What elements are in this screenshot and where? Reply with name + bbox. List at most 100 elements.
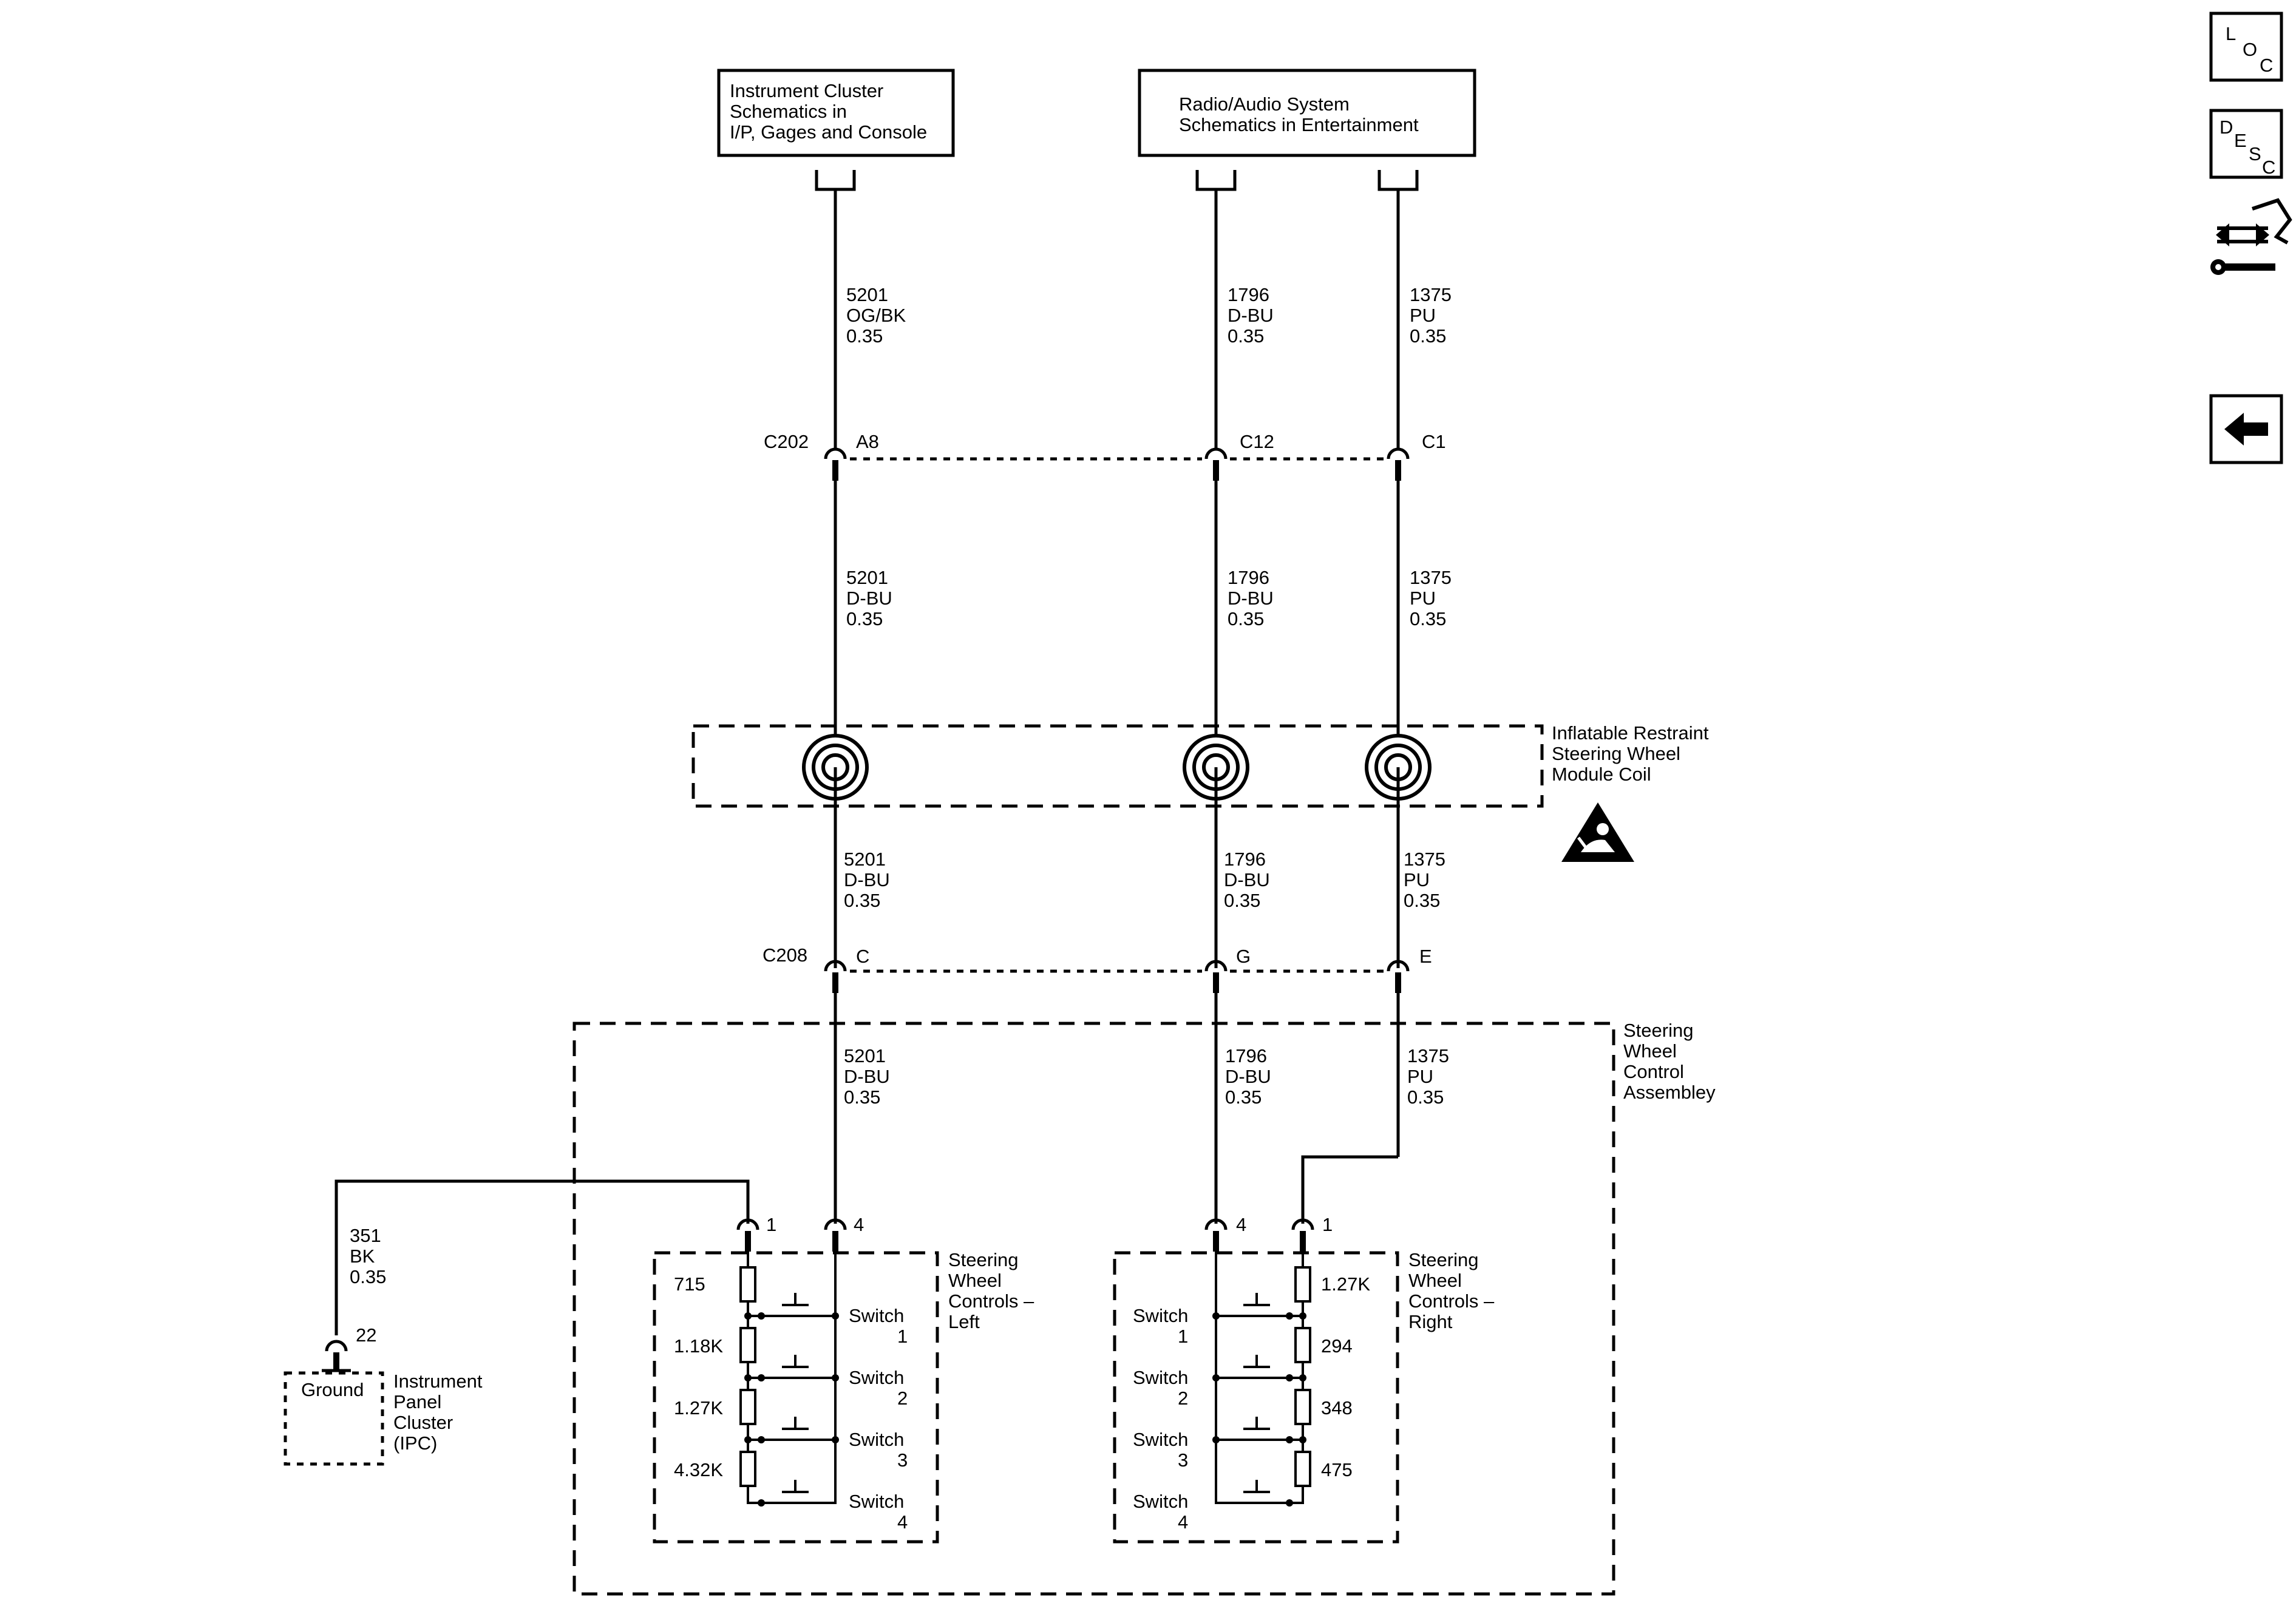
steering-wheel-controls-left[interactable]: 1 4 (653, 1214, 1034, 1544)
switch-label: Switch (1133, 1305, 1188, 1326)
wire-label: 0.35 (350, 1266, 386, 1287)
wire-label: 0.35 (1404, 890, 1440, 911)
loc-letter: L (2226, 23, 2236, 44)
desc-letter: S (2249, 143, 2261, 164)
desc-letter: C (2262, 157, 2275, 178)
connector-c208[interactable]: C208 C G E (763, 944, 1432, 993)
wire-label: PU (1410, 305, 1436, 326)
coil-label: Module Coil (1552, 764, 1651, 785)
switch-label: Switch (1133, 1491, 1188, 1512)
pin-label: A8 (856, 431, 879, 452)
wire-label: 0.35 (1225, 1086, 1262, 1108)
wire-label: 1796 (1225, 1045, 1267, 1066)
resistor (1294, 1451, 1311, 1487)
pin-label: 22 (356, 1324, 376, 1346)
assembly-label: Assembley (1623, 1082, 1716, 1103)
coil-label: Steering Wheel (1552, 743, 1680, 764)
wire-label: 1796 (1224, 849, 1266, 870)
component-label: Controls – (948, 1290, 1034, 1312)
desc-button[interactable]: D E S C (2209, 109, 2283, 179)
wire-label: BK (350, 1246, 375, 1267)
component-label: Left (948, 1311, 980, 1332)
resistor (739, 1327, 756, 1363)
switch-label: 1 (897, 1326, 908, 1347)
switch-label: 4 (897, 1511, 908, 1533)
resistor-value: 1.27K (1321, 1273, 1370, 1295)
pin-label: 1 (1322, 1214, 1333, 1235)
wire-label: D-BU (1224, 869, 1270, 890)
ref-line: I/P, Gages and Console (730, 121, 927, 143)
assembly-label: Wheel (1623, 1040, 1677, 1062)
pin-label: G (1236, 946, 1251, 967)
wire-label: 351 (350, 1225, 381, 1246)
ref-line: Schematics in Entertainment (1179, 114, 1419, 135)
switch-contact (1212, 1355, 1306, 1381)
wire-label: 1375 (1404, 849, 1445, 870)
instrument-panel-cluster[interactable]: 22 Ground Instrument Panel Cluster (IPC) (284, 1324, 483, 1466)
component-label: Controls – (1408, 1290, 1495, 1312)
wire-label: 5201 (846, 567, 888, 588)
wire-label: D-BU (1225, 1066, 1271, 1087)
wire-label: PU (1410, 588, 1436, 609)
switch-contact (1212, 1417, 1306, 1443)
loc-button[interactable]: L O C (2209, 12, 2283, 82)
resistor-value: 1.27K (674, 1397, 723, 1419)
component-label: Right (1408, 1311, 1453, 1332)
wire-label: 0.35 (1228, 325, 1264, 347)
resistor (739, 1266, 756, 1303)
switch-label: Switch (849, 1429, 904, 1450)
instrument-cluster-ref-box[interactable]: Instrument Cluster Schematics in I/P, Ga… (717, 69, 955, 157)
component-label: Wheel (948, 1270, 1002, 1291)
switch-contact (744, 1293, 839, 1320)
switch-contact (748, 1480, 835, 1507)
inflatable-restraint-coil[interactable]: Inflatable Restraint Steering Wheel Modu… (691, 722, 1709, 808)
switch-label: 4 (1178, 1511, 1188, 1533)
pin-label: E (1419, 946, 1432, 967)
switch-label: Switch (849, 1367, 904, 1388)
wire-label: 5201 (844, 849, 886, 870)
wire-label: OG/BK (846, 305, 906, 326)
ground-label: Ground (301, 1379, 364, 1400)
pin-label: 4 (1236, 1214, 1246, 1235)
wire-label: 5201 (846, 284, 888, 305)
pin-label: 1 (766, 1214, 776, 1235)
component-label: Steering (948, 1249, 1018, 1270)
connector-c202[interactable]: C202 A8 C12 C1 (764, 431, 1446, 481)
connector-label: C202 (764, 431, 809, 452)
switch-label: 2 (1178, 1388, 1188, 1409)
wire-label: 5201 (844, 1045, 886, 1066)
ref-line: Schematics in (730, 101, 847, 122)
switch-contact (1216, 1480, 1303, 1507)
wire-label: D-BU (1228, 305, 1274, 326)
pin-label: 4 (854, 1214, 864, 1235)
wire-1375 (1301, 189, 1400, 1224)
switch-label: Switch (849, 1491, 904, 1512)
wire-label: 1375 (1410, 284, 1452, 305)
wire-label: 1796 (1228, 284, 1269, 305)
loc-letter: C (2260, 55, 2273, 76)
wire-label: 0.35 (1407, 1086, 1444, 1108)
assembly-label: Control (1623, 1061, 1684, 1082)
component-label: (IPC) (393, 1432, 437, 1454)
pin-label: C1 (1422, 431, 1446, 452)
connector-repair-icon[interactable] (2210, 198, 2292, 275)
back-arrow-button[interactable] (2209, 394, 2283, 464)
wire-351 (335, 1179, 750, 1335)
wire-label: D-BU (844, 1066, 890, 1087)
terminal-stub (815, 170, 856, 191)
resistor-value: 475 (1321, 1459, 1353, 1480)
steering-wheel-control-assembly[interactable]: Steering Wheel Control Assembley (572, 1020, 1716, 1596)
component-label: Panel (393, 1391, 441, 1412)
steering-wheel-controls-right[interactable]: 4 1 1.27K (1113, 1214, 1495, 1544)
component-label: Wheel (1408, 1270, 1462, 1291)
component-label: Instrument (393, 1371, 483, 1392)
resistor-value: 4.32K (674, 1459, 723, 1480)
switch-contact (744, 1417, 839, 1443)
desc-letter: D (2220, 117, 2233, 138)
switch-label: 1 (1178, 1326, 1188, 1347)
wire-label: 0.35 (1228, 608, 1264, 629)
wire-label: 0.35 (846, 608, 883, 629)
radio-audio-ref-box[interactable]: Radio/Audio System Schematics in Enterta… (1138, 69, 1476, 157)
wire-label: 0.35 (1224, 890, 1260, 911)
